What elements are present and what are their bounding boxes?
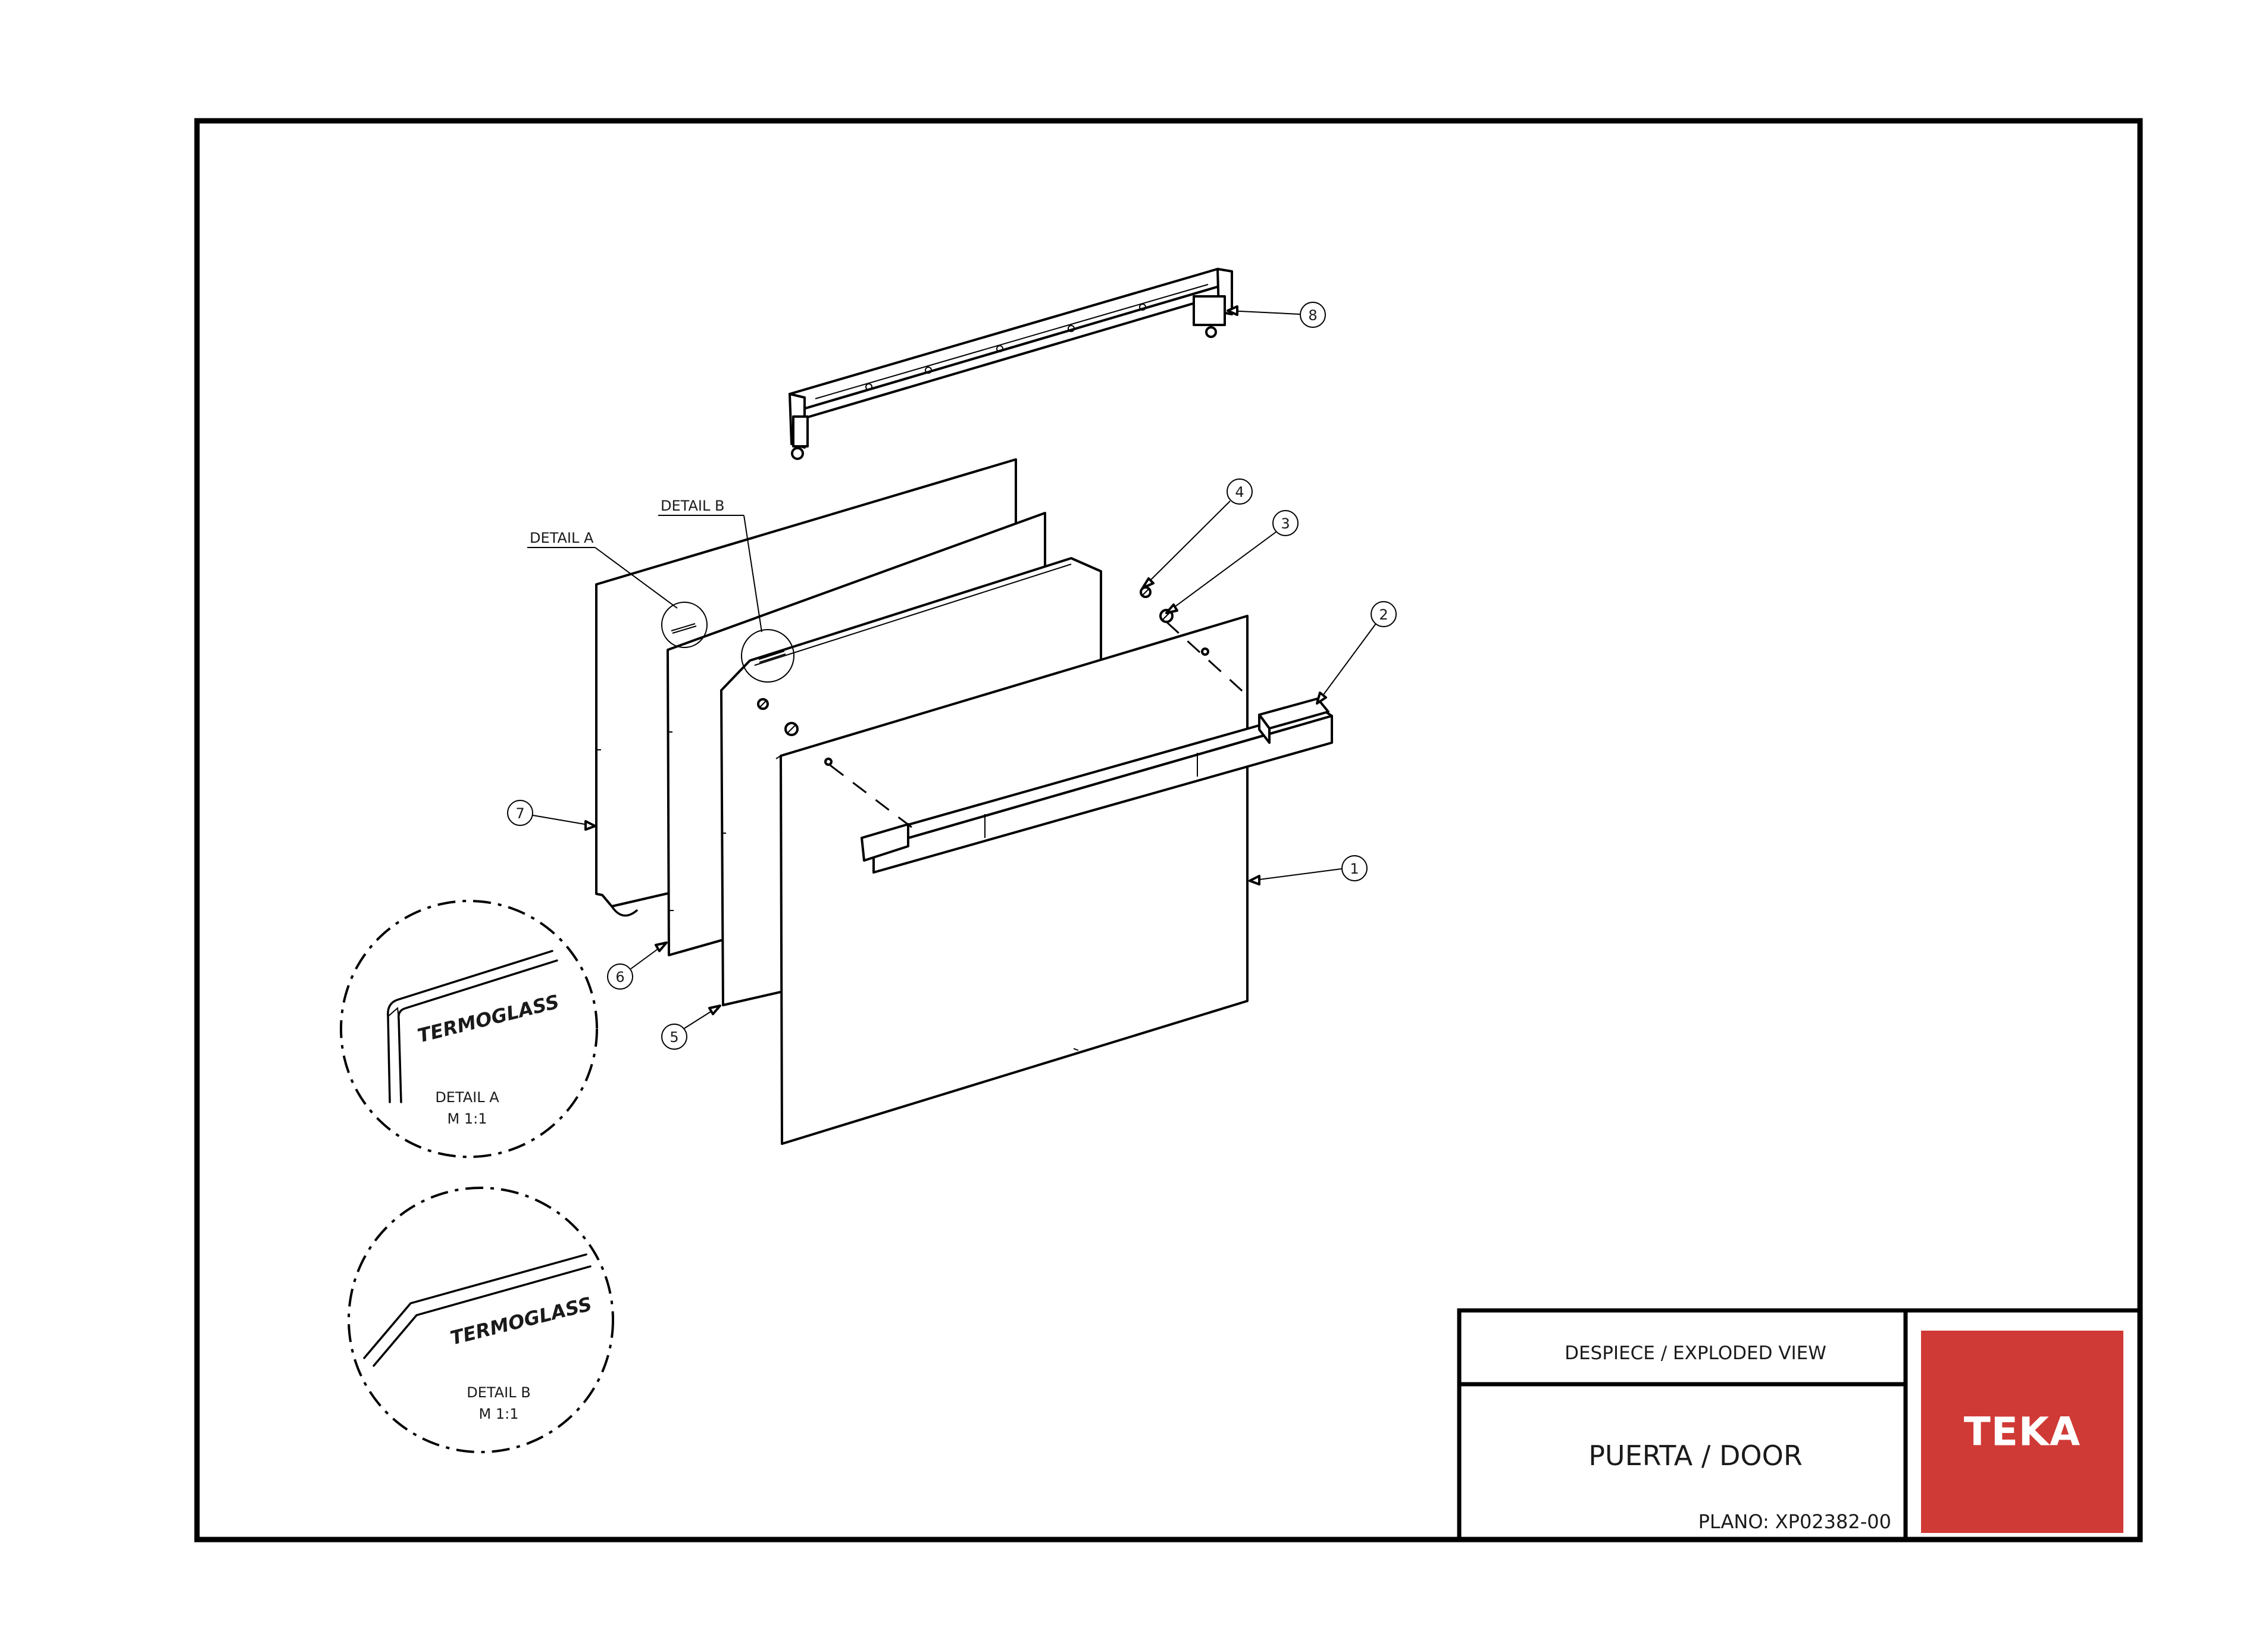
part-balloon-7: 7 — [507, 800, 596, 831]
balloon-4-label: 4 — [1235, 484, 1244, 500]
balloon-6-label: 6 — [615, 969, 624, 985]
balloon-2-label: 2 — [1379, 606, 1388, 623]
screw-set-upper-right — [1140, 586, 1248, 696]
detail-b-title: DETAIL B — [467, 1384, 530, 1401]
detail-a-marker — [661, 602, 708, 648]
part-balloon-6: 6 — [607, 941, 668, 990]
view-type-label: DESPIECE / EXPLODED VIEW — [1565, 1343, 1826, 1364]
part-balloon-3: 3 — [1165, 510, 1299, 614]
balloon-3-label: 3 — [1281, 515, 1290, 532]
detail-b-marker — [741, 629, 794, 683]
detail-a-tag: DETAIL A — [527, 530, 678, 609]
plano-number: PLANO: XP02382-00 — [1698, 1510, 1891, 1533]
balloon-8-label: 8 — [1308, 307, 1317, 324]
part-balloon-8: 8 — [1227, 302, 1326, 328]
detail-b-scale: M 1:1 — [479, 1406, 519, 1422]
detail-b-view: TERMOGLASS DETAIL B M 1:1 — [348, 1187, 614, 1453]
part-balloon-4: 4 — [1141, 478, 1253, 589]
part-balloon-1: 1 — [1249, 855, 1368, 886]
plano-value: XP02382-00 — [1775, 1510, 1891, 1533]
detail-a-view: TERMOGLASS DETAIL A M 1:1 — [340, 900, 598, 1158]
sheet-border — [194, 118, 2143, 1543]
handle-part-2 — [861, 697, 1333, 874]
title-block: DESPIECE / EXPLODED VIEW PUERTA / DOOR P… — [1457, 1308, 2142, 1542]
detail-a-tag-label: DETAIL A — [530, 530, 594, 546]
part-balloon-2: 2 — [1316, 601, 1397, 705]
teka-logo — [1921, 1331, 2123, 1533]
balloon-7-label: 7 — [515, 805, 524, 822]
detail-b-tag: DETAIL B — [658, 498, 762, 633]
screw-set-lower-left — [757, 698, 920, 834]
part-name-label: PUERTA / DOOR — [1588, 1440, 1803, 1472]
front-glass-part-1 — [775, 615, 1249, 1145]
plano-label: PLANO: — [1698, 1510, 1769, 1533]
top-rail-part-8 — [789, 268, 1233, 460]
detail-b-tag-label: DETAIL B — [661, 498, 724, 514]
teka-logo-text: TEKA — [1964, 1409, 2081, 1455]
balloon-1-label: 1 — [1350, 861, 1359, 877]
part-balloon-5: 5 — [661, 1005, 721, 1050]
detail-a-title: DETAIL A — [435, 1089, 499, 1106]
balloon-5-label: 5 — [670, 1029, 678, 1046]
detail-a-scale: M 1:1 — [448, 1110, 487, 1127]
